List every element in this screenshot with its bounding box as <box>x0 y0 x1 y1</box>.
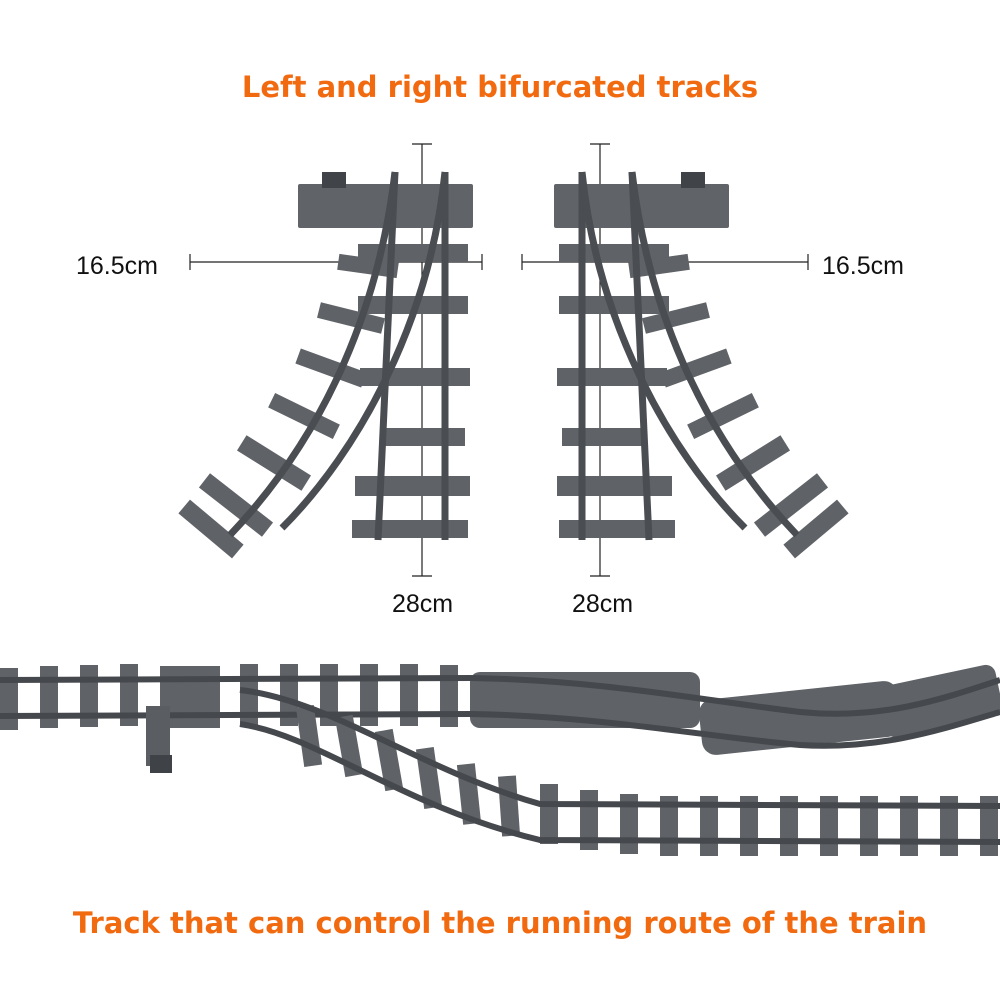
right-length-label: 28cm <box>572 590 634 618</box>
left-width-label: 16.5cm <box>76 252 158 280</box>
left-length-label: 28cm <box>392 590 454 618</box>
left-switch-track-icon <box>178 171 473 559</box>
track-layout-icon <box>0 664 1000 856</box>
right-width-label: 16.5cm <box>822 252 904 280</box>
bottom-title: Track that can control the running route… <box>72 906 928 940</box>
top-title: Left and right bifurcated tracks <box>241 70 759 104</box>
right-switch-track-icon <box>554 171 849 559</box>
